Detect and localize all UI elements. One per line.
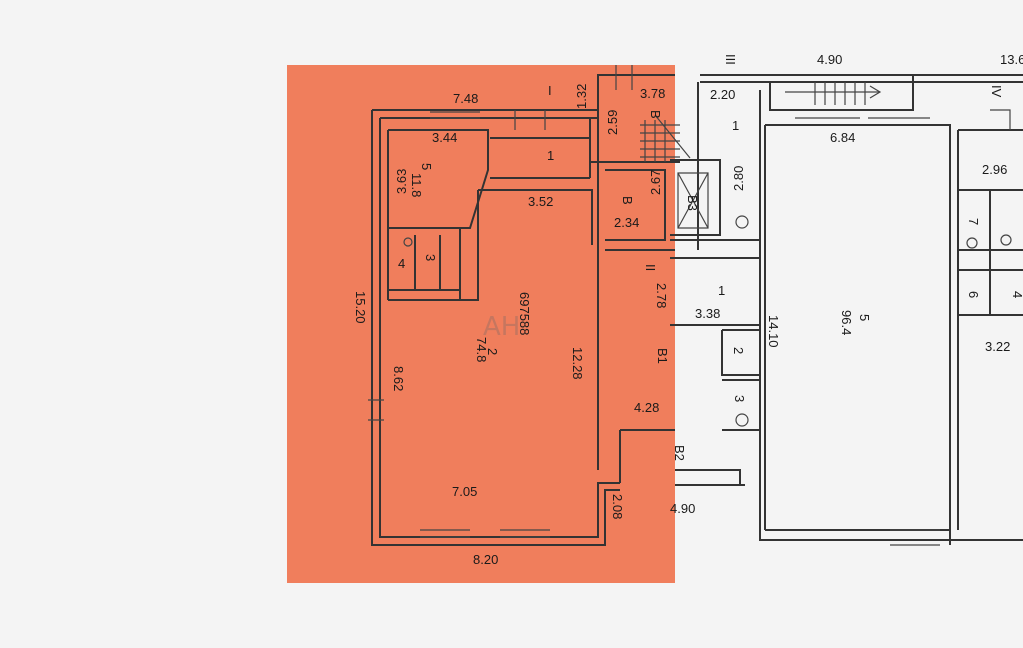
room-3-right: 3 — [732, 395, 747, 402]
dim-1-32: 1.32 — [574, 84, 589, 109]
dim-2-08: 2.08 — [610, 494, 625, 519]
room-1-right-mid: 1 — [718, 283, 725, 298]
room-2-number: 2 — [485, 348, 500, 355]
dim-8-20: 8.20 — [473, 552, 498, 567]
dim-3-44: 3.44 — [432, 130, 457, 145]
dim-4-90-top: 4.90 — [817, 52, 842, 67]
dim-3-22: 3.22 — [985, 339, 1010, 354]
dim-7-48: 7.48 — [453, 91, 478, 106]
dim-2-20: 2.20 — [710, 87, 735, 102]
room-1-right-top: 1 — [732, 118, 739, 133]
room-5-big-number: 5 — [857, 314, 872, 321]
room-5-big-area: 96.4 — [839, 310, 854, 335]
dim-6-84: 6.84 — [830, 130, 855, 145]
room-4: 4 — [398, 256, 405, 271]
room-5-number: 5 — [419, 163, 434, 170]
left-block-walls — [368, 65, 691, 546]
right-block-walls — [403, 74, 1023, 546]
roman-iv: IV — [989, 85, 1004, 98]
dim-2-59: 2.59 — [605, 110, 620, 135]
room-b2: B2 — [672, 445, 687, 461]
dim-12-28: 12.28 — [570, 347, 585, 380]
dim-13: 13.6 — [1000, 52, 1023, 67]
room-4-far: 4 — [1010, 291, 1023, 298]
dim-4-90-bottom: 4.90 — [670, 501, 695, 516]
dim-8-62: 8.62 — [391, 366, 406, 391]
dim-3-38: 3.38 — [695, 306, 720, 321]
room-b3: B3 — [685, 195, 700, 211]
dim-2-96: 2.96 — [982, 162, 1007, 177]
dim-3-78: 3.78 — [640, 86, 665, 101]
dim-7-05: 7.05 — [452, 484, 477, 499]
highlighted-area — [287, 65, 675, 583]
dim-3-63: 3.63 — [394, 169, 409, 194]
dim-2-80: 2.80 — [731, 166, 746, 191]
dim-15-20: 15.20 — [353, 291, 368, 324]
room-3-left: 3 — [423, 254, 438, 261]
room-labels: 1 5 11.8 B B 4 3 2 74.8 697588 B1 B2 B3 … — [398, 54, 1023, 461]
room-5-area: 11.8 — [409, 173, 424, 197]
dimension-labels: 7.48 1.32 3.78 2.20 4.90 13.6 3.44 2.59 … — [353, 52, 1023, 567]
dim-2-67: 2.67 — [648, 170, 663, 195]
room-b-stairs: B — [648, 110, 663, 119]
room-2-area: 74.8 — [474, 337, 489, 362]
dim-2-34: 2.34 — [614, 215, 639, 230]
dim-4-28: 4.28 — [634, 400, 659, 415]
room-6: 6 — [966, 291, 981, 298]
room-7: 7 — [966, 218, 981, 225]
dim-14-10: 14.10 — [766, 315, 781, 348]
roman-i: I — [548, 83, 552, 98]
dim-2-78: 2.78 — [654, 283, 669, 308]
dim-3-52: 3.52 — [528, 194, 553, 209]
roman-iii: III — [723, 54, 738, 65]
watermark: AH — [483, 312, 520, 342]
room-b-small: B — [620, 196, 635, 205]
room-1-top: 1 — [547, 148, 554, 163]
roman-ii: II — [643, 264, 658, 271]
room-2-right: 2 — [731, 347, 746, 354]
room-2-code: 697588 — [517, 292, 532, 335]
room-b1: B1 — [655, 348, 670, 364]
